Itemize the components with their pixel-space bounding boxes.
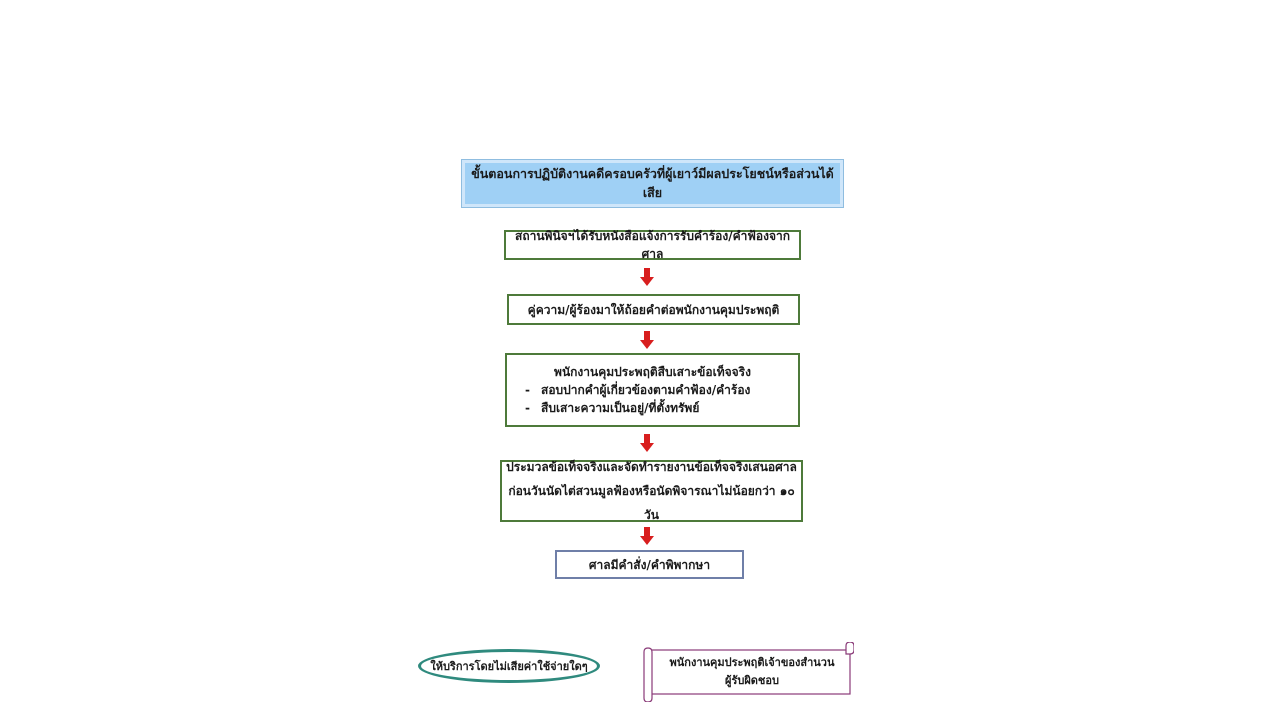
flowchart-title-text: ขั้นตอนการปฏิบัติงานคดีครอบครัวที่ผู้เยา… xyxy=(471,165,834,200)
bullet-text: สอบปากคำผู้เกี่ยวข้องตามคำฟ้อง/คำร้อง xyxy=(541,383,751,397)
bullet-dash: - xyxy=(525,401,530,415)
responsible-line: พนักงานคุมประพฤติเจ้าของสำนวน xyxy=(669,656,835,670)
step-statement-text: คู่ความ/ผู้ร้องมาให้ถ้อยคำต่อพนักงานคุมป… xyxy=(527,302,780,317)
step-receive-notice-text: สถานพินิจฯได้รับหนังสือแจ้งการรับคำร้อง/… xyxy=(515,229,790,261)
step-report: ประมวลข้อเท็จจริงและจัดทำรายงานข้อเท็จจร… xyxy=(500,460,803,522)
flowchart-title: ขั้นตอนการปฏิบัติงานคดีครอบครัวที่ผู้เยา… xyxy=(461,159,844,208)
down-arrow-icon xyxy=(640,331,654,349)
step-report-line: ก่อนวันนัดไต่สวนมูลฟ้องหรือนัดพิจารณาไม่… xyxy=(508,484,795,522)
bullet-dash: - xyxy=(525,383,530,397)
responsible-scroll: พนักงานคุมประพฤติเจ้าของสำนวน ผู้รับผิดช… xyxy=(642,642,854,702)
bullet-text: สืบเสาะความเป็นอยู่/ที่ตั้งทรัพย์ xyxy=(541,401,700,415)
step-investigation-heading: พนักงานคุมประพฤติสืบเสาะข้อเท็จจริง xyxy=(554,365,751,379)
step-statement: คู่ความ/ผู้ร้องมาให้ถ้อยคำต่อพนักงานคุมป… xyxy=(507,294,800,325)
step-report-line: ประมวลข้อเท็จจริงและจัดทำรายงานข้อเท็จจร… xyxy=(506,460,797,474)
free-service-note: ให้บริการโดยไม่เสียค่าใช้จ่ายใดๆ xyxy=(418,649,600,683)
free-service-text: ให้บริการโดยไม่เสียค่าใช้จ่ายใดๆ xyxy=(430,660,588,673)
step-receive-notice: สถานพินิจฯได้รับหนังสือแจ้งการรับคำร้อง/… xyxy=(504,229,801,261)
down-arrow-icon xyxy=(640,268,654,286)
responsible-text: พนักงานคุมประพฤติเจ้าของสำนวน ผู้รับผิดช… xyxy=(652,650,852,694)
down-arrow-icon xyxy=(640,527,654,545)
step-court-order: ศาลมีคำสั่ง/คำพิพากษา xyxy=(555,550,744,579)
step-investigation-bullet: -สืบเสาะความเป็นอยู่/ที่ตั้งทรัพย์ xyxy=(515,399,790,417)
responsible-line: ผู้รับผิดชอบ xyxy=(725,674,779,687)
step-investigation-bullet: -สอบปากคำผู้เกี่ยวข้องตามคำฟ้อง/คำร้อง xyxy=(515,381,790,399)
step-investigation: พนักงานคุมประพฤติสืบเสาะข้อเท็จจริง -สอบ… xyxy=(505,353,800,427)
scroll-shape xyxy=(643,642,854,702)
step-court-order-text: ศาลมีคำสั่ง/คำพิพากษา xyxy=(588,557,711,572)
down-arrow-icon xyxy=(640,434,654,452)
